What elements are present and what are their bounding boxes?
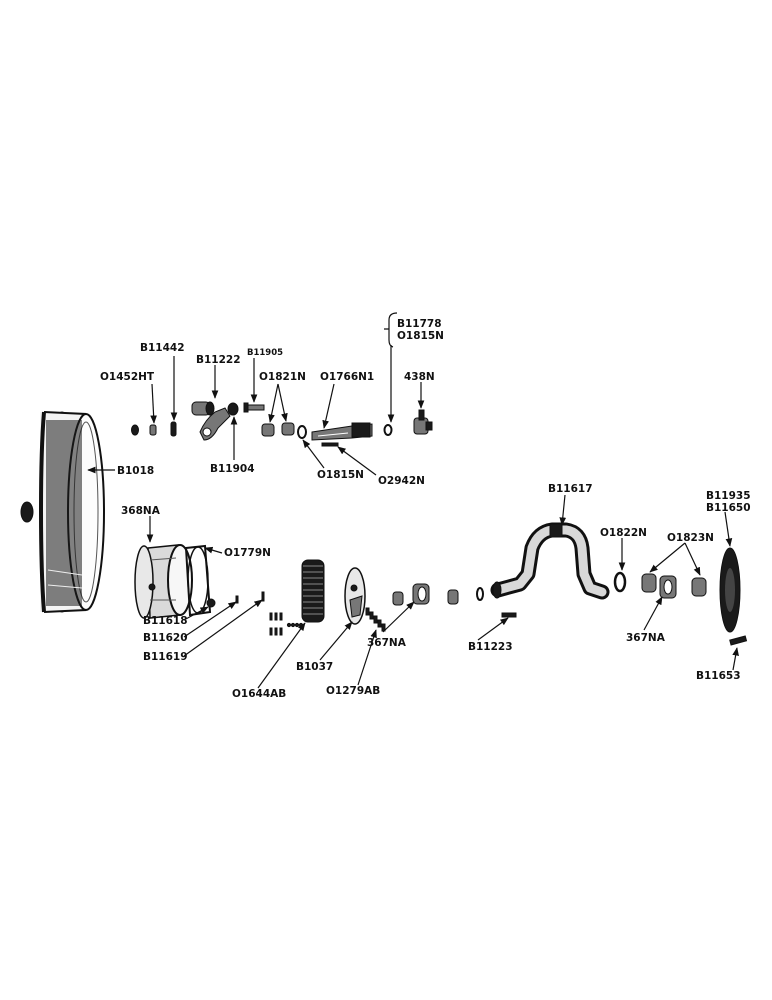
label-o1815n-top: O1815N: [397, 330, 444, 342]
housing-cover-part: [134, 544, 193, 619]
springs-set-part: [365, 607, 386, 632]
label-438n: 438N: [404, 371, 435, 383]
label-o1279ab: O1279AB: [326, 685, 380, 697]
label-o1822n: O1822N: [600, 527, 647, 539]
bearing-left-part: [412, 583, 430, 605]
label-o1644ab: O1644AB: [232, 688, 286, 700]
label-o1821n: O1821N: [259, 371, 306, 383]
label-o1766n1: O1766N1: [320, 371, 374, 383]
small-ring-part: [383, 424, 393, 436]
drum-pulley-part: [20, 411, 105, 613]
label-b11442: B11442: [140, 342, 185, 354]
cylinder-part: [392, 591, 404, 606]
label-o1779n: O1779N: [224, 547, 271, 559]
bolt-part: [243, 402, 265, 413]
ring-part: [297, 425, 307, 439]
balls-set-part: [286, 622, 304, 628]
pin-small-a-part: [235, 595, 239, 604]
bearing-right-part: [659, 575, 677, 599]
washer-mid-part: [476, 587, 484, 601]
label-b11617: B11617: [548, 483, 593, 495]
label-o2942n: O2942N: [378, 475, 425, 487]
key-mid-part: [501, 612, 517, 618]
label-b11222: B11222: [196, 354, 241, 366]
label-b1037: B1037: [296, 661, 333, 673]
shaft-part: [311, 422, 373, 441]
label-b11620: B11620: [143, 632, 188, 644]
block-right-part: [281, 422, 295, 436]
washer-part: [227, 402, 239, 416]
screw-part: [206, 598, 216, 608]
pin-small-b-part: [261, 591, 265, 602]
label-b11935: B11935: [706, 490, 751, 502]
crank-arm-part: [199, 407, 231, 441]
leader-lines: [87, 312, 739, 689]
label-367na-left: 367NA: [367, 637, 407, 649]
clutch-plate-part: [344, 567, 366, 625]
collar-part: [131, 424, 139, 436]
label-b11905: B11905: [247, 348, 283, 358]
label-367na-right: 367NA: [626, 632, 666, 644]
label-o1452ht: O1452HT: [100, 371, 155, 383]
bushing-part: [191, 401, 215, 416]
label-b11223: B11223: [468, 641, 513, 653]
bushing-right-a-part: [641, 573, 657, 593]
set-screw-part: [149, 424, 157, 436]
label-o1823n: O1823N: [667, 532, 714, 544]
label-b11904: B11904: [210, 463, 255, 475]
label-o1815n-mid: O1815N: [317, 469, 364, 481]
crankshaft-part: [490, 522, 610, 600]
label-b1018: B1018: [117, 465, 154, 477]
label-b11778: B11778: [397, 318, 442, 330]
label-b11618: B11618: [143, 615, 188, 627]
pulley-part: [719, 547, 741, 633]
spacer-part: [447, 589, 459, 605]
bushing-right-b-part: [691, 577, 707, 597]
gear-part: [301, 559, 325, 623]
rollers-set-part: [269, 612, 283, 636]
ring-right-part: [613, 571, 627, 593]
label-b11619: B11619: [143, 651, 188, 663]
label-b11653: B11653: [696, 670, 741, 682]
fitting-part: [413, 409, 433, 435]
label-b11650: B11650: [706, 502, 751, 514]
pin-part: [170, 421, 177, 437]
block-left-part: [261, 423, 275, 437]
key-part: [321, 442, 339, 447]
part-labels: B11442 B11222 B11905 B11778 O1815N O1452…: [100, 318, 751, 700]
pin-right-part: [729, 635, 748, 646]
label-368na: 368NA: [121, 505, 161, 517]
